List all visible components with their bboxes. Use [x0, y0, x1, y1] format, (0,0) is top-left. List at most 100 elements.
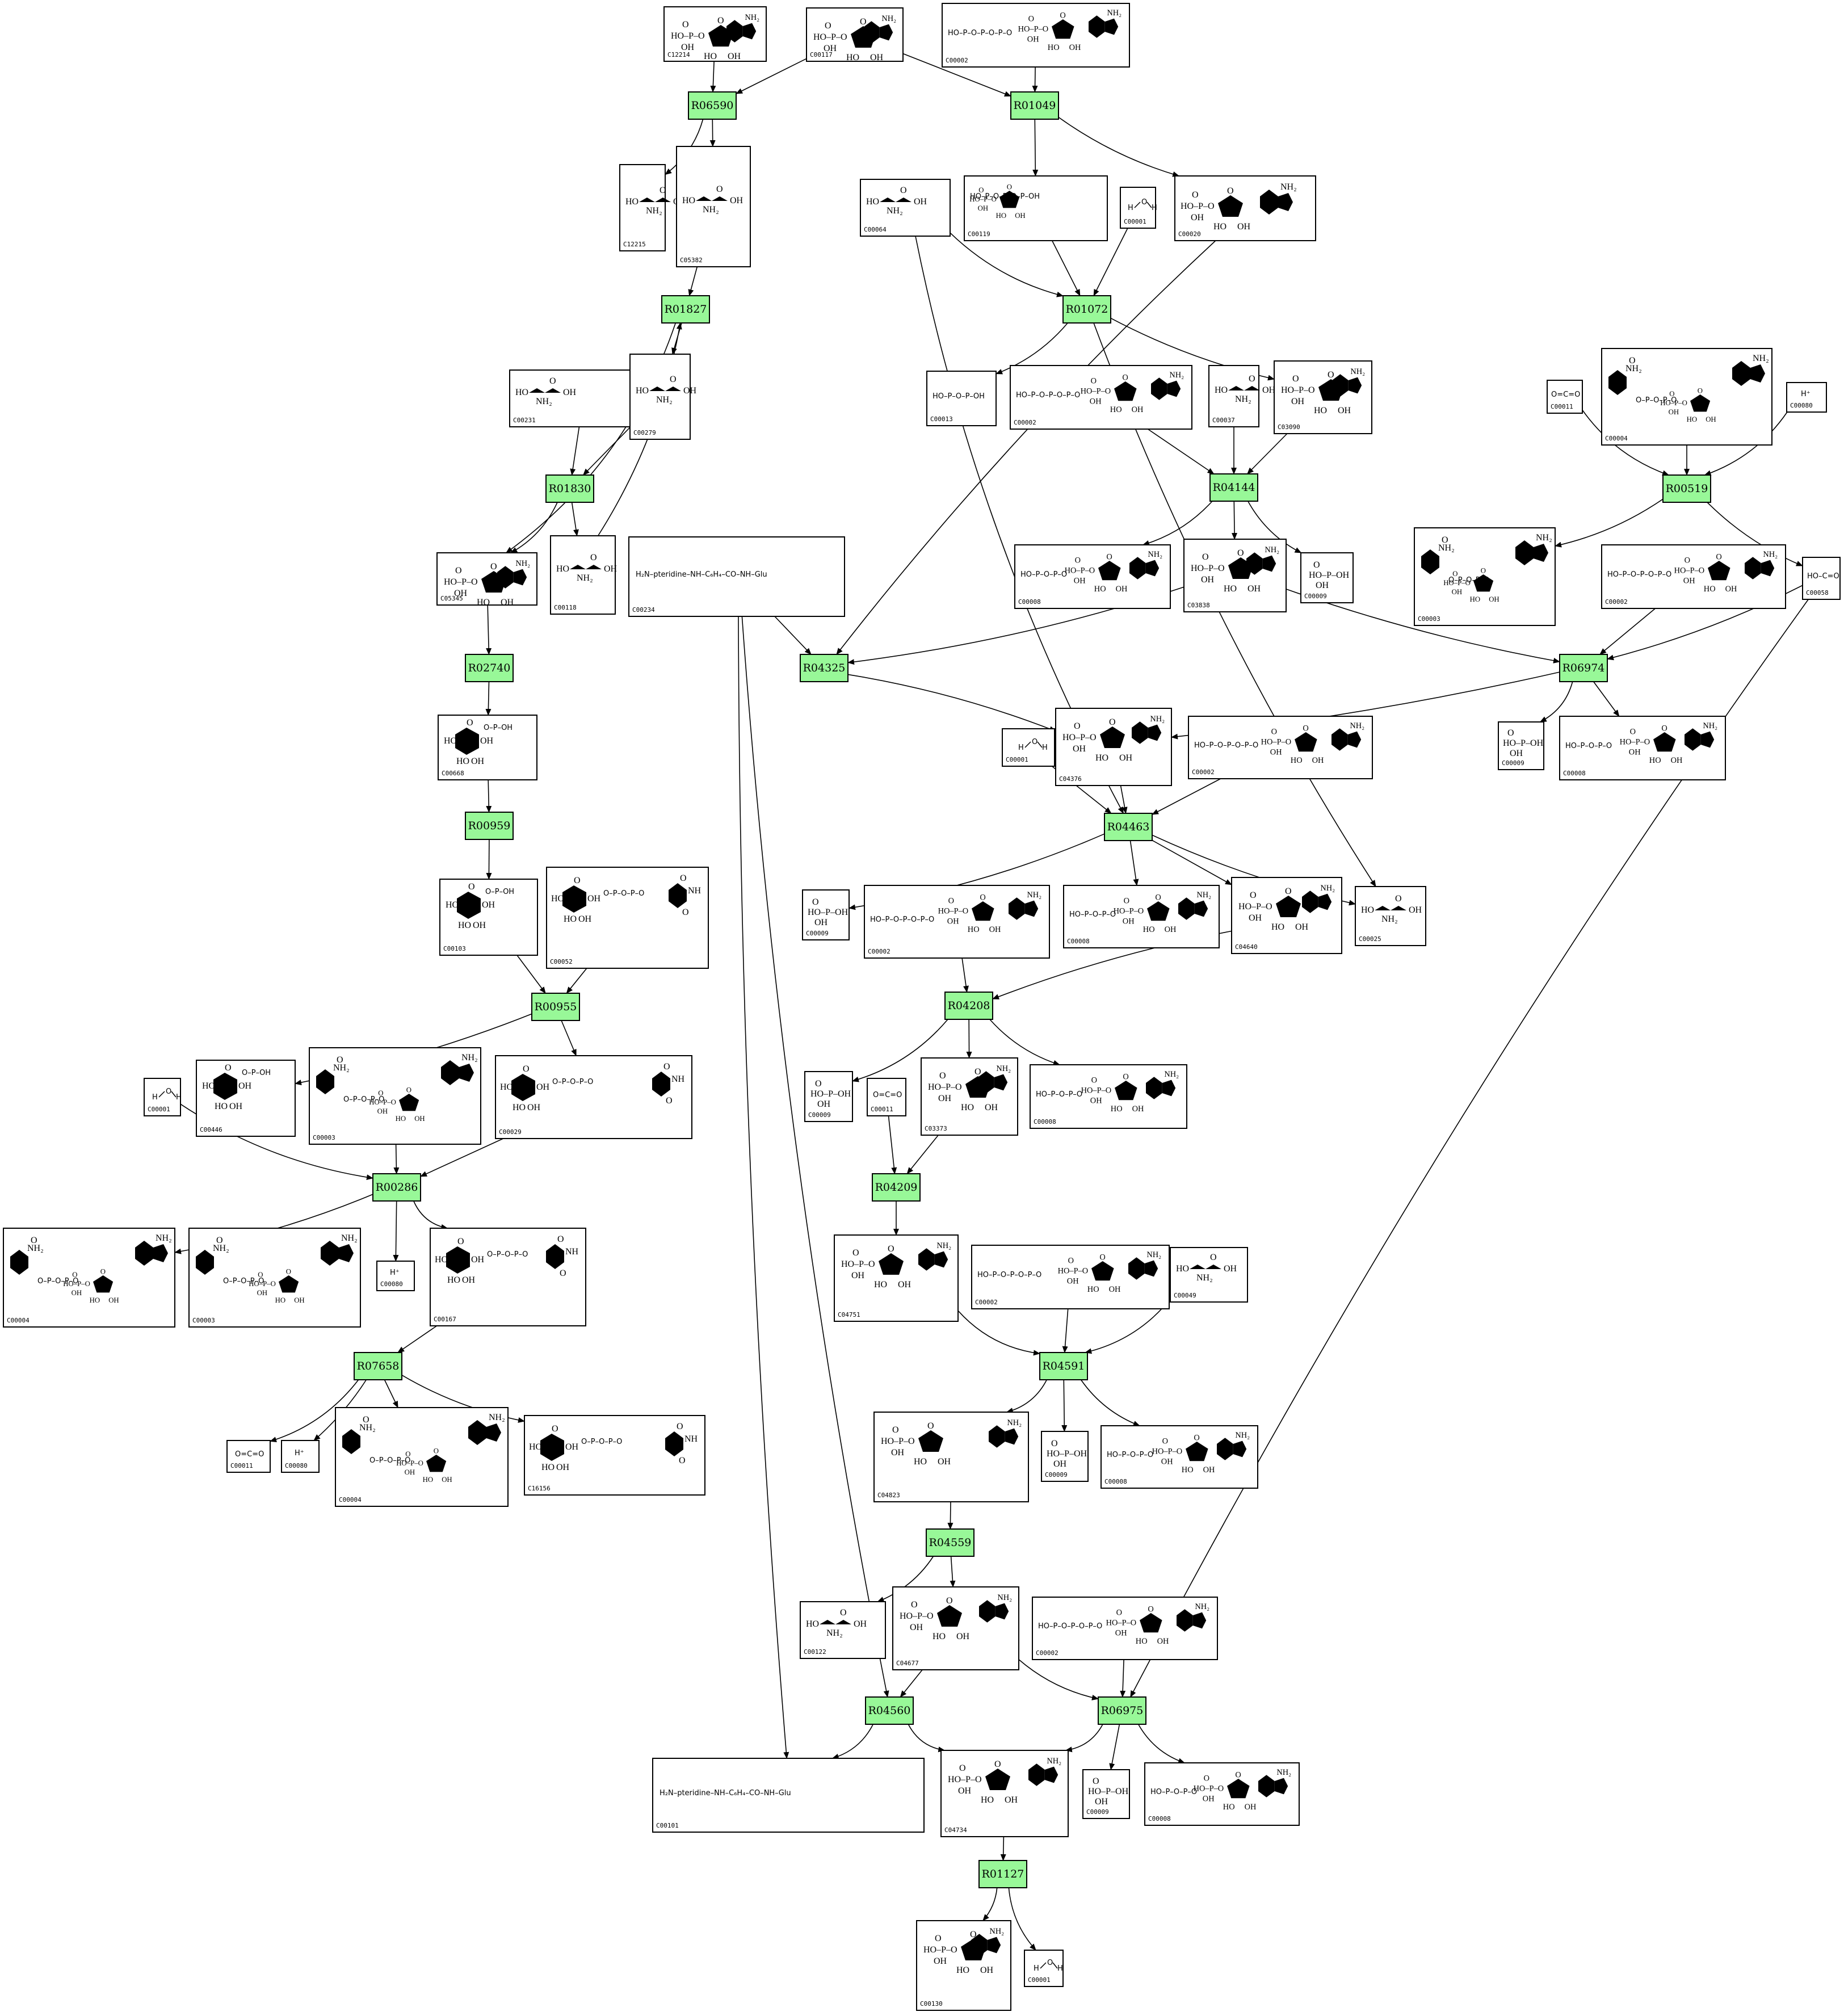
reaction-box	[354, 1352, 402, 1380]
reaction-node[interactable]: R04144	[1209, 473, 1258, 502]
compound-node[interactable]: C00020	[1174, 175, 1316, 241]
reaction-node[interactable]: R00955	[531, 993, 580, 1021]
compound-node[interactable]: C00009	[802, 889, 850, 940]
reaction-node[interactable]: R04209	[872, 1173, 921, 1202]
reaction-node[interactable]: R01049	[1010, 91, 1059, 120]
reaction-node[interactable]: R02740	[465, 654, 514, 682]
compound-node[interactable]: C00064	[860, 179, 951, 237]
compound-node[interactable]: H⁺C00080	[376, 1261, 415, 1291]
structure-drawing: H⁺	[390, 1269, 400, 1277]
reaction-box	[1559, 654, 1608, 682]
reaction-node[interactable]: R04208	[944, 992, 993, 1020]
compound-node[interactable]: C12214	[663, 6, 767, 62]
reaction-node[interactable]: R04591	[1039, 1352, 1088, 1380]
compound-node[interactable]: C00279	[629, 354, 697, 440]
reaction-edge	[1152, 778, 1221, 815]
compound-node[interactable]: C04640	[1231, 877, 1342, 954]
compound-node[interactable]: C03090	[1274, 360, 1372, 434]
compound-node[interactable]: C04823	[873, 1412, 1029, 1502]
reaction-node[interactable]: R06974	[1559, 654, 1608, 682]
compound-node[interactable]: C00009	[804, 1071, 853, 1122]
reaction-node[interactable]: R00959	[465, 812, 514, 840]
compound-node[interactable]: C00037	[1208, 365, 1276, 427]
compound-node[interactable]: C04376	[1055, 708, 1172, 786]
reaction-node[interactable]: R06975	[1098, 1696, 1146, 1725]
compound-node[interactable]: C05345	[436, 552, 537, 607]
compound-node[interactable]: C12215	[619, 164, 687, 251]
reaction-node[interactable]: R07658	[354, 1352, 402, 1380]
compound-node[interactable]: C00122	[800, 1601, 886, 1659]
compound-node[interactable]: C00117	[806, 7, 904, 62]
reaction-node[interactable]: R00286	[372, 1173, 421, 1202]
compound-node[interactable]: C00009	[1041, 1431, 1089, 1482]
reaction-node[interactable]: R01072	[1062, 295, 1111, 324]
reaction-node[interactable]: R01827	[661, 295, 710, 324]
compound-node[interactable]: C05382	[676, 146, 751, 267]
compound-node[interactable]: C00130	[916, 1920, 1011, 2011]
compound-node[interactable]: C00009	[1300, 552, 1354, 603]
compound-node[interactable]: HO–P–O–P–O–P–OHC00119	[964, 175, 1108, 241]
compound-node[interactable]: C03838	[1183, 539, 1287, 612]
compound-box	[226, 1440, 271, 1473]
compound-node[interactable]: C00049	[1170, 1247, 1248, 1303]
reaction-node[interactable]: R04560	[865, 1696, 914, 1725]
compound-node[interactable]: C04677	[892, 1586, 1019, 1670]
compound-id: C03373	[925, 1125, 947, 1132]
compound-node[interactable]: C04751	[834, 1234, 959, 1322]
compound-node[interactable]: C00118	[550, 535, 618, 615]
reaction-node[interactable]: R01127	[978, 1860, 1027, 1888]
compound-node[interactable]: H⁺C00080	[1786, 382, 1827, 413]
compound-node[interactable]: C03373	[921, 1057, 1018, 1136]
compound-node[interactable]: C00025	[1355, 886, 1426, 946]
reaction-node[interactable]: R04559	[926, 1528, 974, 1557]
compound-node[interactable]: H⁺C00080	[281, 1440, 320, 1473]
compound-node[interactable]: C04734	[940, 1750, 1069, 1837]
reaction-node[interactable]: R01830	[545, 474, 594, 503]
reaction-node[interactable]: R04325	[800, 654, 849, 682]
reaction-edge	[1246, 433, 1288, 474]
reaction-edge	[582, 427, 631, 476]
reaction-node[interactable]: R06590	[688, 91, 737, 120]
reaction-node[interactable]: R00519	[1662, 474, 1711, 503]
compound-node[interactable]: C00009	[1498, 721, 1544, 770]
reaction-node[interactable]: R04463	[1104, 813, 1153, 841]
compound-node[interactable]: C00009	[1082, 1769, 1130, 1819]
